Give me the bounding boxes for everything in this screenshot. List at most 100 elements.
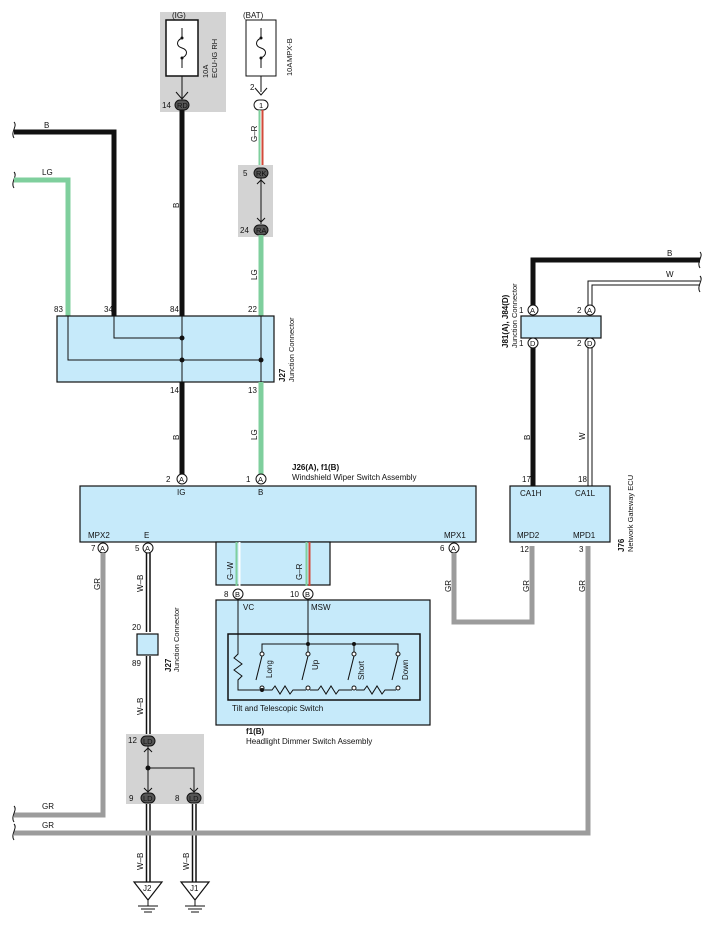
svg-text:LD: LD: [143, 737, 153, 746]
svg-text:B: B: [172, 203, 181, 208]
svg-text:J2: J2: [143, 884, 152, 893]
svg-text:B: B: [258, 488, 263, 497]
svg-text:B: B: [44, 121, 49, 130]
wiper-pin-ig: [176, 473, 188, 485]
svg-text:J76: J76: [617, 538, 626, 552]
bat-connector: [253, 99, 269, 111]
rd-pin: 14: [162, 101, 171, 110]
svg-text:B: B: [523, 435, 532, 440]
svg-text:10A: 10A: [201, 65, 210, 78]
svg-text:Down: Down: [401, 660, 410, 680]
svg-text:MPD1: MPD1: [573, 531, 596, 540]
svg-text:22: 22: [248, 305, 257, 314]
svg-text:MSW: MSW: [311, 603, 331, 612]
svg-text:G–R: G–R: [250, 125, 259, 142]
svg-text:J27: J27: [164, 658, 173, 672]
svg-text:9: 9: [129, 794, 134, 803]
tilt-telescopic-switch: [227, 633, 421, 701]
svg-text:A: A: [587, 306, 592, 315]
bat-source-label: (BAT): [243, 11, 264, 20]
svg-text:5: 5: [243, 169, 248, 178]
svg-text:GR: GR: [42, 802, 54, 811]
svg-text:1: 1: [519, 306, 524, 315]
svg-text:Junction Connector: Junction Connector: [172, 607, 181, 672]
bat-fuse-label: 10A MPX-B: [285, 38, 294, 76]
ig-source-label: (IG): [172, 11, 186, 20]
svg-text:5: 5: [135, 544, 140, 553]
svg-text:14: 14: [170, 386, 179, 395]
svg-text:18: 18: [578, 475, 587, 484]
right-wire-b: [530, 257, 700, 306]
headlight-switch-id: f1(B): [246, 727, 265, 736]
ig-fuse-label: 10A ECU-IG RH: [201, 39, 219, 78]
svg-text:84: 84: [170, 305, 179, 314]
svg-text:B: B: [305, 590, 310, 599]
svg-text:W–B: W–B: [136, 853, 145, 870]
gateway-ecu-label: J76 Network Gateway ECU: [617, 475, 635, 552]
ground-j2-icon: [132, 881, 164, 901]
svg-text:CA1H: CA1H: [520, 489, 542, 498]
svg-text:GR: GR: [93, 578, 102, 590]
j84-pin-2d: [584, 337, 596, 349]
ld-connector-right: [186, 792, 202, 804]
svg-text:B: B: [235, 590, 240, 599]
svg-text:1: 1: [246, 475, 251, 484]
svg-text:Junction Connector: Junction Connector: [510, 283, 519, 348]
svg-text:W–B: W–B: [136, 698, 145, 715]
left-wire-b: [14, 129, 117, 316]
svg-text:J81(A), J84(D): J81(A), J84(D): [501, 294, 510, 348]
j81-pin-1a: [527, 304, 539, 316]
svg-text:Network Gateway ECU: Network Gateway ECU: [626, 475, 635, 552]
headlight-switch-name: Headlight Dimmer Switch Assembly: [246, 737, 372, 746]
j81-j84-label: J81(A), J84(D) Junction Connector: [501, 283, 519, 348]
svg-text:MPX1: MPX1: [444, 531, 466, 540]
mpx2-wire-gr: [14, 553, 106, 818]
svg-text:Junction Connector: Junction Connector: [287, 317, 296, 382]
bat-fuse-icon: [256, 28, 266, 68]
svg-text:MPX-B: MPX-B: [285, 38, 294, 62]
svg-text:2: 2: [577, 339, 582, 348]
svg-text:10: 10: [290, 590, 299, 599]
svg-text:A: A: [100, 544, 105, 553]
svg-text:W: W: [666, 270, 674, 279]
svg-text:3: 3: [579, 545, 584, 554]
svg-text:Up: Up: [311, 659, 320, 670]
svg-text:W–B: W–B: [182, 853, 191, 870]
mpd1-wire-gr: [14, 546, 591, 836]
tilt-telescopic-label: Tilt and Telescopic Switch: [232, 704, 323, 713]
svg-text:GR: GR: [578, 580, 587, 592]
svg-text:MPD2: MPD2: [517, 531, 540, 540]
svg-text:Short: Short: [357, 660, 366, 680]
svg-text:1: 1: [519, 339, 524, 348]
svg-text:Long: Long: [265, 660, 274, 678]
svg-text:RD: RD: [177, 101, 188, 110]
wiper-switch-assembly: [79, 485, 477, 543]
svg-text:12: 12: [520, 545, 529, 554]
svg-text:W: W: [578, 432, 587, 440]
svg-text:G–W: G–W: [226, 561, 235, 580]
svg-text:A: A: [530, 306, 535, 315]
network-gateway-ecu: [509, 485, 611, 543]
svg-text:89: 89: [132, 659, 141, 668]
svg-text:J1: J1: [190, 884, 199, 893]
svg-text:D: D: [587, 339, 593, 348]
j27-junction-small: [136, 633, 159, 656]
svg-text:MPX2: MPX2: [88, 531, 110, 540]
wiper-switch-id: J26(A), f1(B): [292, 463, 339, 472]
ld-connector-left: [140, 792, 156, 804]
svg-text:2: 2: [166, 475, 171, 484]
svg-text:D: D: [530, 339, 536, 348]
svg-text:83: 83: [54, 305, 63, 314]
svg-text:LG: LG: [250, 429, 259, 440]
svg-text:E: E: [144, 531, 149, 540]
svg-text:8: 8: [175, 794, 180, 803]
svg-text:17: 17: [522, 475, 531, 484]
j27-junction-top: [56, 315, 275, 383]
svg-text:LG: LG: [250, 269, 259, 280]
svg-text:12: 12: [128, 736, 137, 745]
ig-fuse-icon: [177, 28, 187, 68]
svg-text:2: 2: [250, 83, 255, 92]
svg-text:2: 2: [577, 306, 582, 315]
svg-text:GR: GR: [444, 580, 453, 592]
j81-pin-2a: [584, 304, 596, 316]
